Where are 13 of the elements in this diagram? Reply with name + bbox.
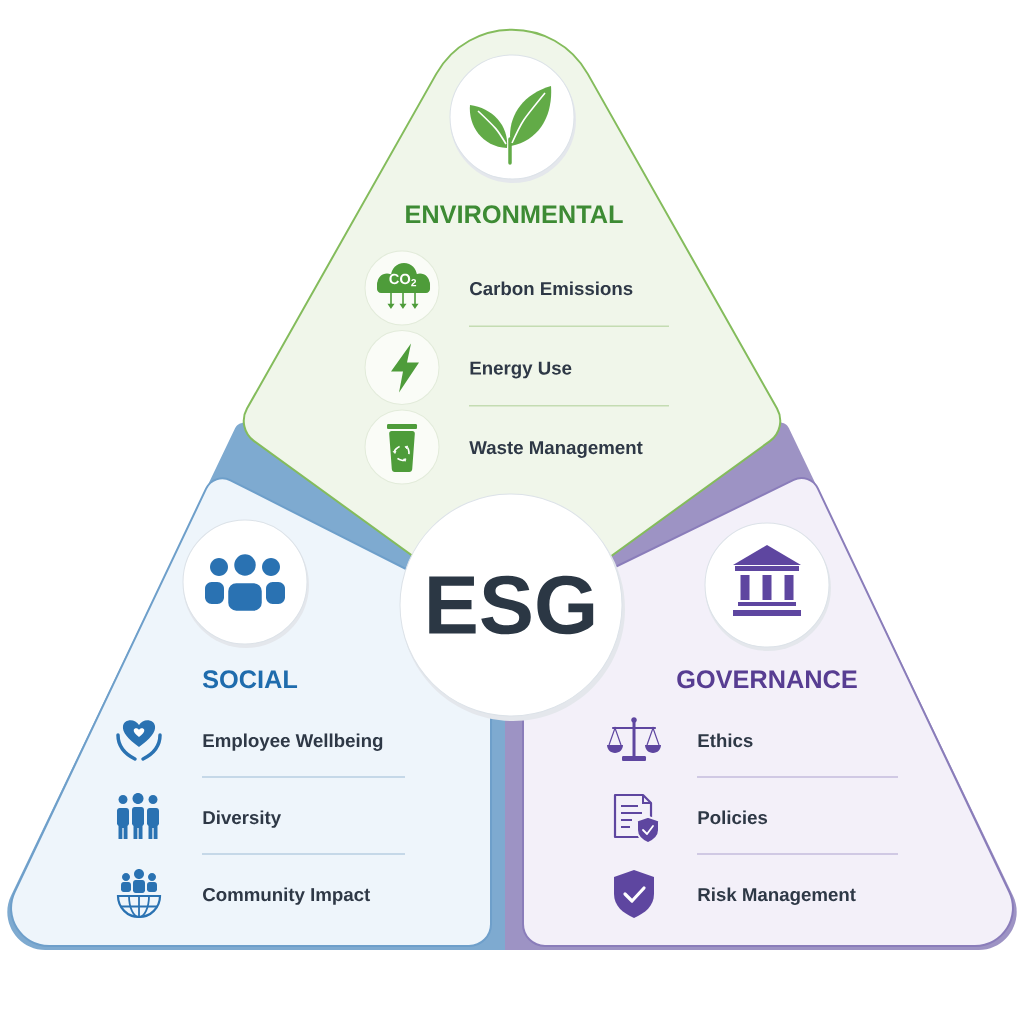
item-label: Ethics	[698, 733, 753, 748]
item-label: Waste Management	[469, 441, 643, 458]
item-label: Employee Wellbeing	[203, 733, 383, 751]
item-label: Policies	[698, 810, 768, 825]
item-label: Risk Management	[698, 887, 856, 905]
icon-label: CO$_{2}$	[389, 273, 417, 287]
panel-heading: ENVIRONMENTAL	[406, 205, 623, 224]
item-label: Carbon Emissions	[470, 281, 633, 296]
panel-heading: GOVERNANCE	[677, 670, 857, 689]
item-label: Energy Use	[470, 361, 572, 379]
item-label: Diversity	[203, 810, 282, 828]
panel-heading: SOCIAL	[202, 670, 298, 689]
item-label: Community Impact	[203, 887, 371, 905]
